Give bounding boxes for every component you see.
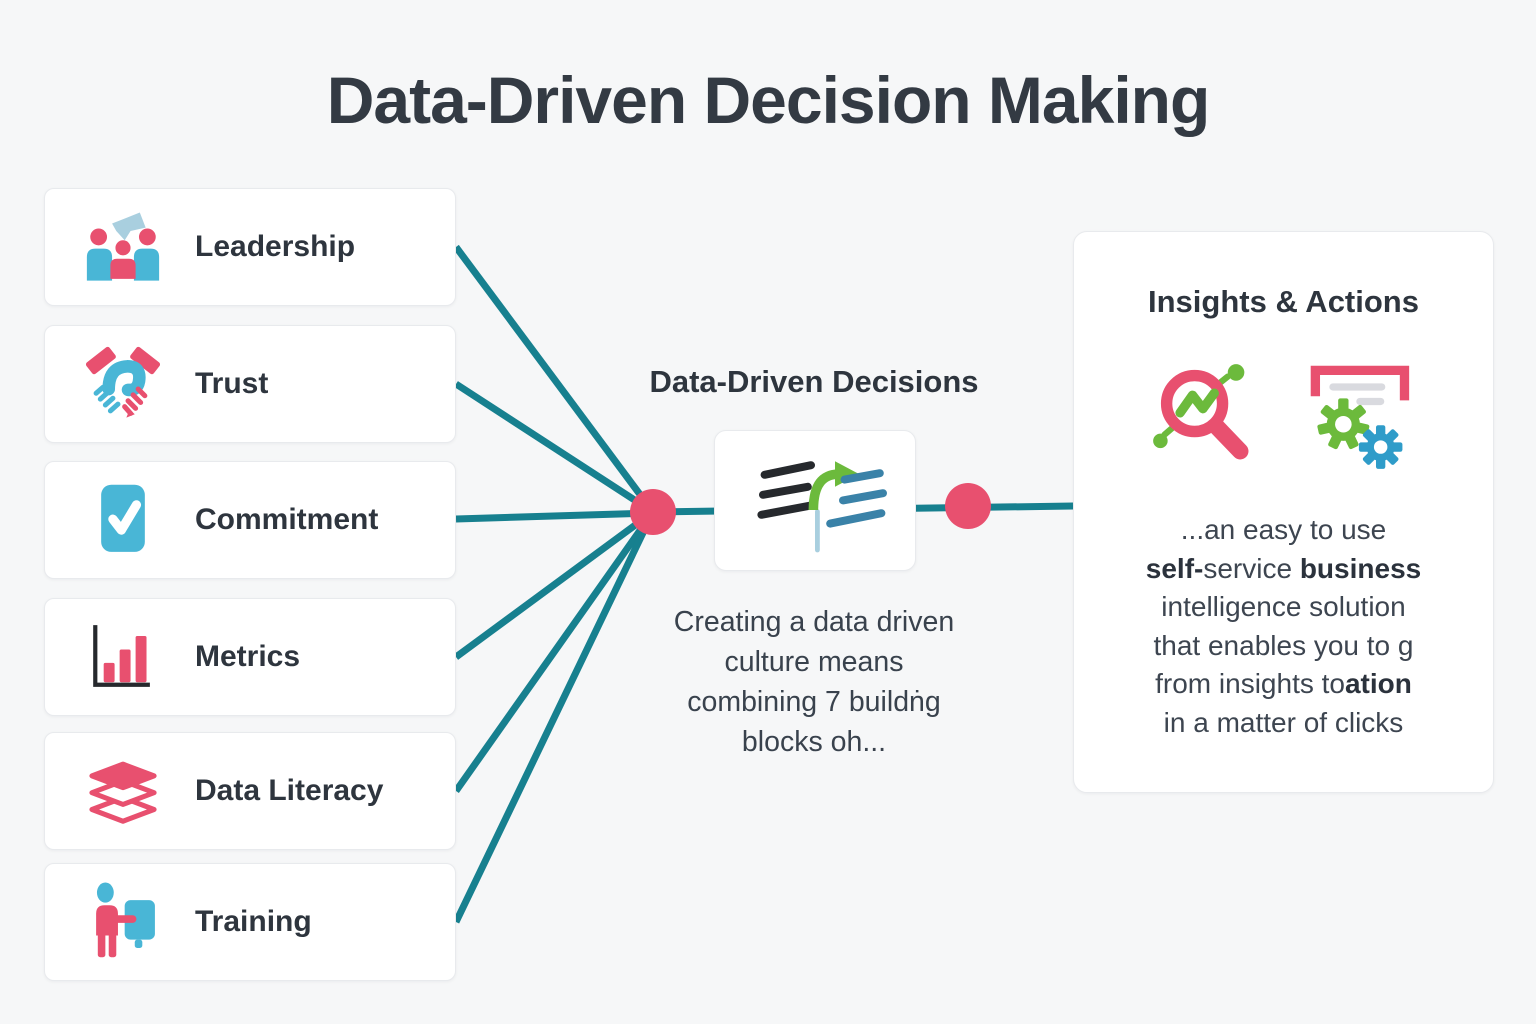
edge-trust (454, 381, 655, 515)
transform-arrow-icon (727, 438, 903, 563)
insights-card: Insights & Actions (1073, 231, 1494, 793)
card-commitment: Commitment (44, 461, 456, 579)
left-junction-node (630, 489, 676, 535)
block-label: Leadership (195, 230, 356, 263)
decisions-card (714, 430, 916, 571)
right-junction-node (945, 483, 991, 529)
checkbox-icon (79, 476, 167, 564)
card-leadership: Leadership (44, 188, 456, 306)
card-metrics: Metrics (44, 598, 456, 716)
edge-commitment (455, 509, 654, 523)
insights-icon-row (1149, 360, 1419, 479)
team-icon (79, 203, 167, 291)
block-label: Data Literacy (195, 774, 384, 807)
gears-icon (1305, 360, 1419, 479)
card-trust: Trust (44, 325, 456, 443)
block-label: Trust (195, 367, 269, 400)
card-books-literacy: Data Literacy (44, 732, 456, 850)
books-icon (79, 747, 167, 835)
trainer-icon (79, 878, 167, 966)
handshake-icon (79, 340, 167, 428)
block-label: Metrics (195, 640, 301, 673)
block-label: Training (195, 905, 312, 938)
magnifier-chart-icon (1149, 360, 1263, 479)
insights-heading: Insights & Actions (1148, 284, 1419, 319)
page-title: Data-Driven Decision Making (326, 63, 1211, 137)
block-label: Commitment (195, 503, 379, 536)
center-heading: Data-Driven Decisions (649, 364, 979, 399)
bar-chart-icon (79, 613, 167, 701)
card-training: Training (44, 863, 456, 981)
